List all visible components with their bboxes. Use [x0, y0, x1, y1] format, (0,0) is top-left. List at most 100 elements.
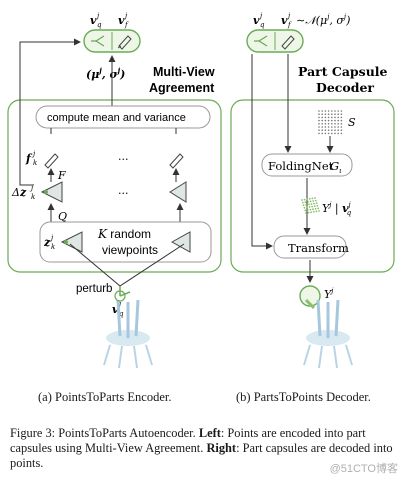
foldingnet-box — [261, 153, 353, 177]
grid-point — [334, 123, 336, 125]
folded-point — [304, 209, 307, 212]
folded-point — [307, 203, 310, 206]
grid-point — [324, 126, 327, 128]
folded-point — [307, 200, 309, 203]
G-label: G — [330, 159, 339, 173]
vq-bottom-label: v — [112, 303, 119, 316]
grid-point — [337, 110, 340, 112]
folded-point — [306, 209, 309, 211]
figure-diagram: v q j v f j (μj, σj) Multi-View Agreemen… — [7, 12, 395, 369]
folded-point — [316, 204, 319, 207]
subcaption-a: (a) PointsToParts Encoder. — [38, 390, 172, 404]
folded-point — [307, 211, 310, 214]
grid-point — [321, 116, 324, 119]
grid-point — [327, 129, 330, 131]
grid-point — [318, 129, 320, 131]
svg-text:v: v — [253, 14, 260, 27]
grid-point — [337, 119, 340, 122]
capsule-vq-label: v — [90, 14, 97, 27]
grid-point — [334, 129, 336, 131]
caption-left-label: Left — [198, 426, 221, 440]
multiview-title: Multi-View — [153, 65, 215, 79]
mean-variance-box — [35, 105, 211, 129]
grid-point — [337, 132, 340, 135]
viewpoints-box — [39, 221, 212, 263]
grid-point — [327, 116, 330, 119]
grid-point — [321, 126, 324, 128]
chair-pointcloud-right — [303, 298, 353, 369]
grid-point — [318, 116, 320, 119]
grid-point — [334, 126, 336, 128]
camera-icon-z — [60, 231, 83, 253]
grid-point — [340, 126, 343, 128]
grid-point — [327, 126, 330, 128]
svg-text:q: q — [119, 310, 124, 318]
folded-point — [305, 203, 308, 206]
z-label: z — [43, 236, 51, 249]
caption-figure-number: Figure 3: — [10, 426, 56, 440]
feature-pencil-icon-2 — [169, 153, 184, 169]
folded-point — [313, 202, 315, 205]
folded-point — [312, 208, 314, 211]
folded-point — [310, 203, 313, 205]
grid-point — [321, 119, 324, 122]
grid-point — [340, 123, 343, 125]
grid-point — [321, 113, 324, 115]
feature-icon-2 — [281, 35, 295, 50]
grid-point — [324, 129, 327, 131]
grid-point — [327, 123, 330, 125]
grid-point — [331, 123, 333, 125]
grid-point — [334, 116, 336, 119]
pose-icon-2 — [254, 35, 268, 47]
transform-label: Transform — [288, 241, 349, 255]
caption-title: PointsToParts Autoencoder. — [58, 426, 196, 440]
grid-point — [324, 132, 327, 135]
mean-variance-label: compute mean and variance — [47, 112, 186, 124]
folded-point — [302, 204, 305, 207]
camera-icon-delta — [40, 181, 63, 203]
transform-box — [273, 235, 347, 259]
pose-icon — [91, 35, 105, 47]
folded-point — [309, 208, 312, 211]
folded-point — [311, 197, 314, 200]
svg-text:j: j — [31, 150, 36, 158]
grid-point — [324, 116, 327, 119]
folded-point — [315, 210, 318, 213]
svg-text:k: k — [31, 193, 35, 201]
svg-text:q: q — [97, 21, 102, 29]
grid-point — [340, 129, 343, 131]
decoder-title-1: Part Capsule — [298, 64, 388, 79]
folded-point — [318, 210, 320, 212]
folded-point — [303, 198, 306, 201]
folded-points — [301, 197, 320, 214]
grid-point — [337, 123, 340, 125]
ellipsis-mid: ... — [118, 184, 129, 197]
camera-icon-z-2 — [170, 231, 191, 253]
grid-point — [337, 113, 340, 115]
delta-z-label: Δz — [11, 186, 27, 199]
svg-text:q: q — [260, 21, 265, 29]
random-label-1: K random — [97, 227, 151, 241]
svg-text:j: j — [286, 12, 291, 20]
grid-point — [337, 126, 340, 128]
folded-point — [308, 197, 311, 200]
grid-point — [331, 110, 333, 112]
camera-icon-delta-2 — [169, 181, 187, 203]
grid-point — [337, 129, 340, 131]
grid-point — [331, 119, 333, 122]
feature-icon — [117, 35, 132, 50]
grid-point — [334, 132, 336, 135]
svg-text:j: j — [29, 184, 34, 192]
svg-text:f: f — [124, 21, 129, 29]
svg-text:f: f — [287, 21, 292, 29]
svg-text:k: k — [33, 159, 37, 167]
folded-point — [312, 210, 315, 213]
figure-caption: Figure 3: PointsToParts Autoencoder. Lef… — [10, 426, 398, 471]
folded-point — [309, 200, 312, 203]
grid-point — [318, 113, 320, 115]
folded-point — [311, 205, 314, 208]
grid-point — [331, 113, 333, 115]
folded-point — [306, 206, 308, 209]
grid-point — [331, 116, 333, 119]
